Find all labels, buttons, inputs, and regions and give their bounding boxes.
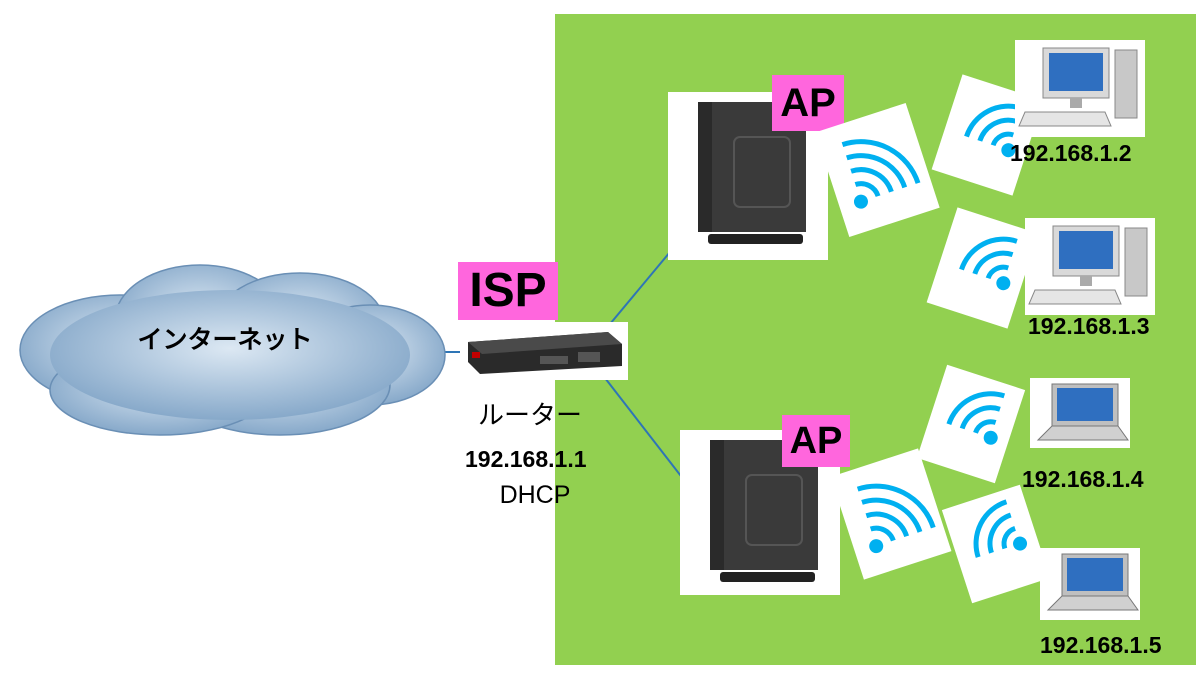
internet-cloud	[19, 264, 446, 436]
client-desktop-2	[1025, 218, 1155, 315]
wifi-icon	[841, 139, 921, 209]
ap-tag-2: AP	[782, 415, 850, 467]
wifi-signal-client-1	[931, 74, 1044, 196]
access-point-icon	[698, 102, 806, 244]
desktop-computer-icon	[1018, 47, 1138, 127]
wifi-icon	[856, 483, 936, 554]
router-device	[460, 322, 628, 380]
wifi-icon	[964, 103, 1023, 158]
client-ip-4: 192.168.1.5	[1040, 632, 1162, 658]
laptop-icon	[1046, 553, 1139, 611]
client-laptop-2	[1040, 548, 1140, 620]
client-desktop-1	[1015, 40, 1145, 137]
desktop-computer-icon	[1028, 225, 1148, 305]
router-service: DHCP	[499, 481, 571, 509]
access-point-2	[680, 430, 840, 595]
router-icon	[468, 332, 622, 374]
wifi-signal-ap2	[830, 448, 952, 580]
router-ip: 192.168.1.1	[465, 446, 587, 472]
router-name: ルーター	[477, 400, 582, 430]
client-ip-3: 192.168.1.4	[1022, 466, 1144, 492]
wifi-signal-client-4	[941, 484, 1051, 604]
isp-tag: ISP	[458, 262, 558, 320]
wifi-signal-client-2	[926, 207, 1039, 329]
client-laptop-1	[1030, 378, 1130, 448]
wifi-signal-ap1	[815, 103, 940, 237]
laptop-icon	[1036, 383, 1129, 441]
wifi-signal-client-3	[916, 364, 1026, 484]
client-ip-1: 192.168.1.2	[1010, 140, 1132, 166]
wifi-icon	[959, 236, 1018, 291]
access-point-icon	[710, 440, 818, 582]
wifi-icon	[946, 391, 1006, 445]
client-ip-2: 192.168.1.3	[1028, 313, 1150, 339]
internet-label: インターネット	[137, 325, 313, 354]
ap-tag-1: AP	[772, 75, 844, 131]
wifi-icon	[973, 499, 1028, 558]
